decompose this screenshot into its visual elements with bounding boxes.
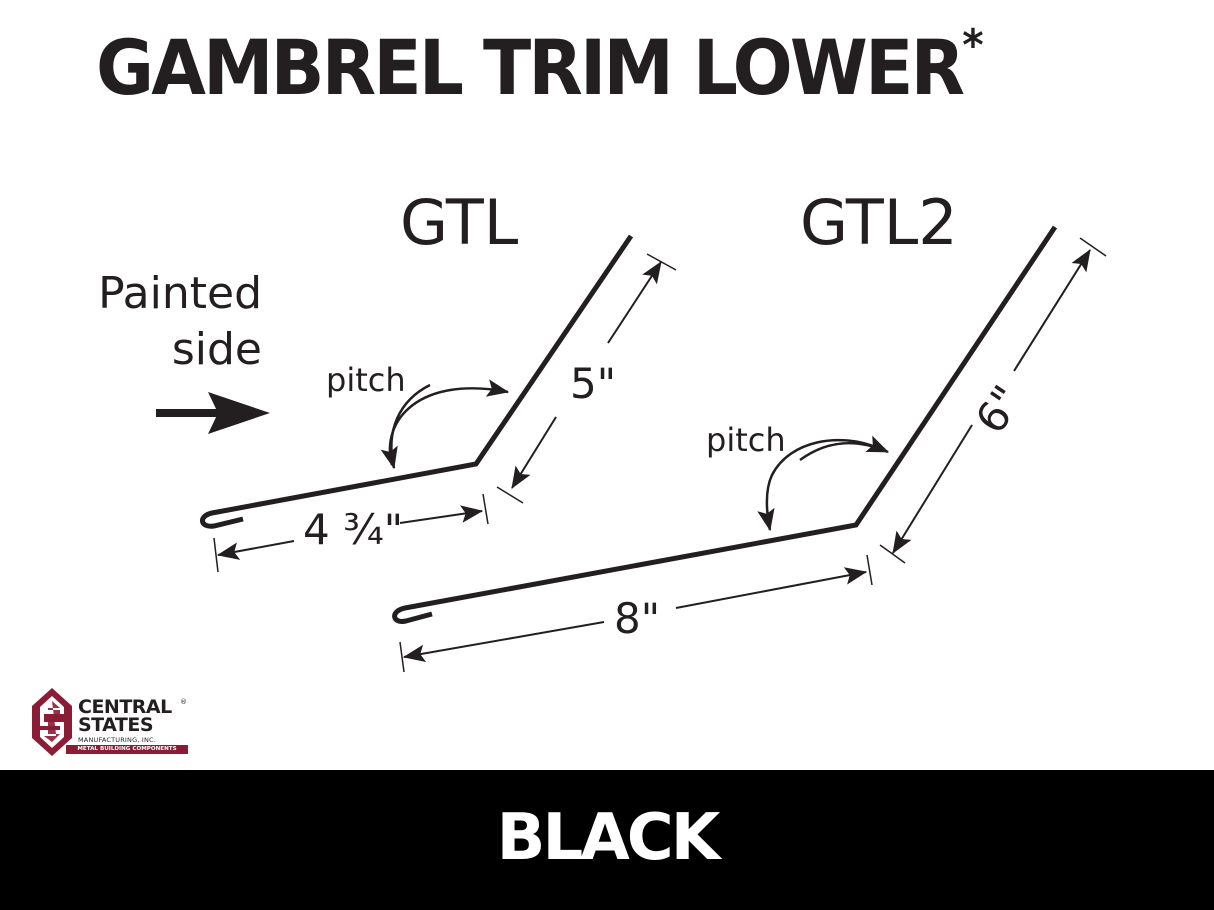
profile-label-gtl2: GTL2: [800, 186, 958, 259]
gtl2-pitch-label: pitch: [706, 421, 786, 459]
gtl2-trim-profile: [392, 225, 1058, 624]
gtl-pitch-label: pitch: [326, 361, 406, 399]
gtl2-short-leg-dimension: 6": [966, 377, 1032, 443]
logo-tagline: METAL BUILDING COMPONENTS: [66, 745, 188, 754]
gtl-trim-profile: [200, 234, 634, 529]
central-states-logo: CENTRAL ® STATES MANUFACTURING, INC. MET…: [30, 686, 195, 758]
logo-subtitle: MANUFACTURING, INC.: [78, 736, 157, 744]
gtl-pitch-arc: [388, 379, 510, 466]
color-footer-bar: BLACK: [0, 770, 1214, 910]
color-name-label: BLACK: [496, 801, 721, 875]
gtl2-long-leg-dimension: 8": [614, 594, 660, 643]
footnote-asterisk: *: [962, 20, 984, 71]
painted-side-line2: side: [172, 324, 262, 375]
trim-profile-diagram: Painted side GTL pitch 5" 4 ¾" GTL2 pitc…: [98, 186, 1107, 673]
page-title: GAMBREL TRIM LOWER*: [96, 24, 984, 106]
gtl-short-leg-dimension: 5": [570, 359, 616, 408]
gtl-long-leg-dimension: 4 ¾": [303, 505, 403, 554]
logo-line1: CENTRAL: [78, 696, 172, 718]
painted-side-line1: Painted: [98, 268, 262, 319]
arrow-right-icon: [156, 392, 270, 434]
profile-label-gtl: GTL: [400, 186, 519, 259]
title-text: GAMBREL TRIM LOWER: [96, 23, 965, 112]
logo-mark-icon: [32, 688, 72, 756]
logo-line2: STATES: [78, 714, 154, 736]
logo-registered-mark: ®: [180, 698, 187, 706]
